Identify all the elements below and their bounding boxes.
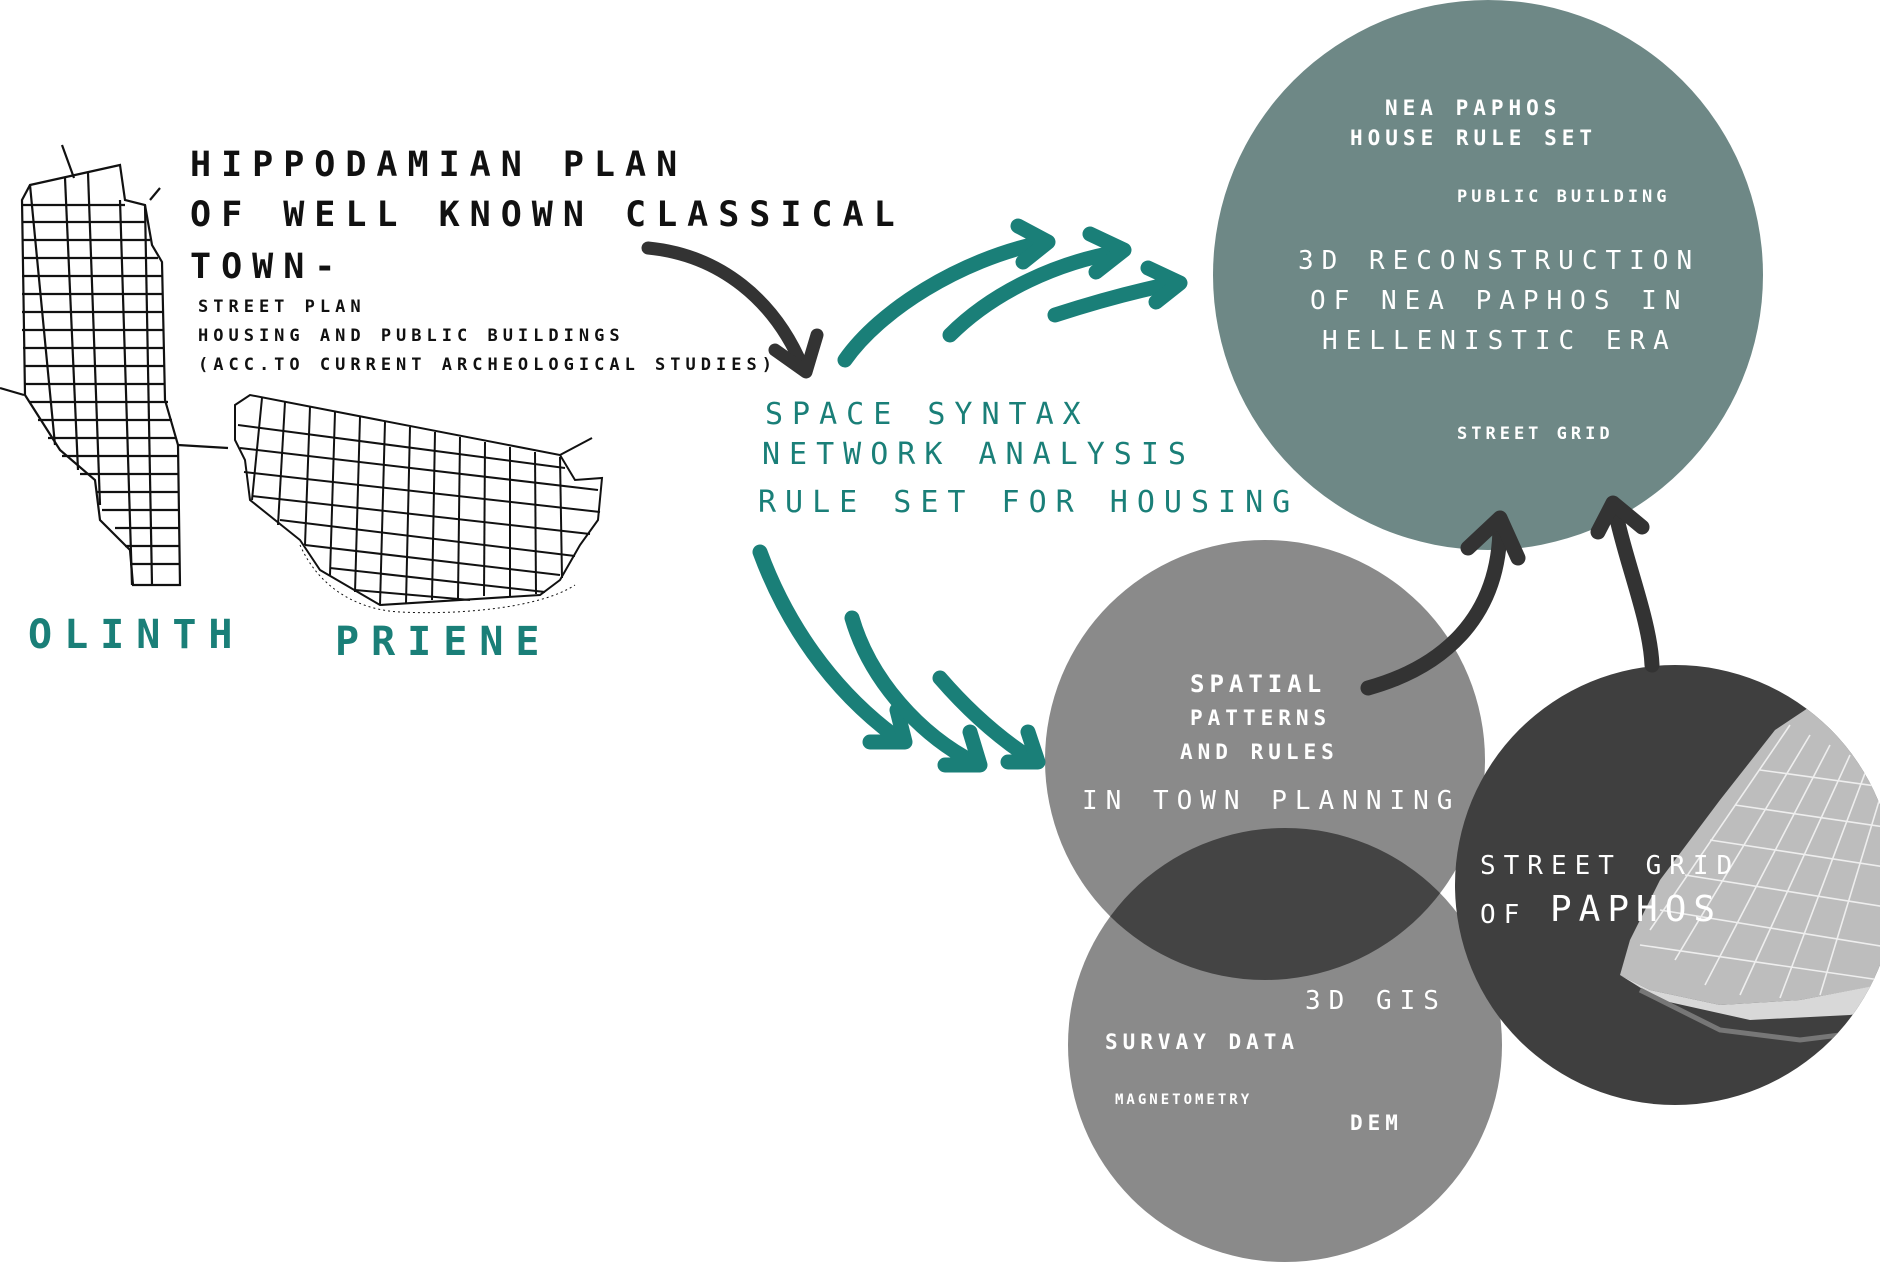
- patterns-bottom-line: IN TOWN PLANNING: [1082, 786, 1461, 816]
- analysis-line-3: RULE SET FOR HOUSING: [758, 485, 1300, 520]
- source-title-line-3: TOWN-: [190, 247, 346, 287]
- paphos-map-icon: [1620, 700, 1880, 1043]
- source-title-line-1: HIPPODAMIAN PLAN: [190, 145, 688, 185]
- street-grid-label: STREET GRID: [1457, 424, 1614, 444]
- patterns-line-1: SPATIAL: [1190, 670, 1327, 698]
- source-detail-line-2: HOUSING AND PUBLIC BUILDINGS: [198, 326, 625, 346]
- source-detail-line-3: (ACC.TO CURRENT ARCHEOLOGICAL STUDIES): [198, 355, 777, 375]
- source-title-line-2: OF WELL KNOWN CLASSICAL: [190, 195, 905, 235]
- public-building-label: PUBLIC BUILDING: [1457, 187, 1671, 207]
- dem-label: DEM: [1350, 1111, 1403, 1135]
- source-detail-line-1: STREET PLAN: [198, 297, 366, 317]
- reconstruction-main-line-2: OF NEA PAPHOS IN: [1310, 286, 1689, 316]
- reconstruction-main-line-3: HELLENISTIC ERA: [1322, 326, 1677, 356]
- reconstruction-main-line-1: 3D RECONSTRUCTION: [1298, 246, 1701, 276]
- gis-title: 3D GIS: [1305, 986, 1447, 1016]
- priene-plan-icon: [234, 393, 604, 614]
- reconstruction-top-line-2: HOUSE RULE SET: [1350, 126, 1598, 150]
- magnetometry-label: MAGNETOMETRY: [1115, 1092, 1253, 1108]
- analysis-line-2: NETWORK ANALYSIS: [762, 437, 1195, 472]
- survey-data-label: SURVAY DATA: [1105, 1030, 1300, 1054]
- arrows-to-reconstruction-from-below: [1360, 495, 1660, 696]
- olinth-plan-icon: [0, 144, 229, 587]
- patterns-gis-overlap: [1068, 828, 1485, 980]
- patterns-line-3: AND RULES: [1180, 740, 1339, 764]
- priene-label: PRIENE: [335, 619, 552, 665]
- paphos-line-1: STREET GRID: [1480, 851, 1741, 881]
- arrows-to-patterns: [752, 544, 1046, 773]
- patterns-line-2: PATTERNS: [1190, 706, 1332, 730]
- reconstruction-circle: [1213, 0, 1763, 550]
- analysis-line-1: SPACE SYNTAX: [765, 397, 1090, 432]
- paphos-line-2-main: PAPHOS: [1550, 889, 1723, 930]
- arrows-to-reconstruction: [837, 218, 1188, 368]
- arrow-to-analysis: [641, 241, 824, 379]
- paphos-line-2-prefix: OF: [1480, 900, 1528, 930]
- reconstruction-top-line-1: NEA PAPHOS: [1385, 96, 1562, 120]
- olinth-label: OLINTH: [28, 612, 245, 658]
